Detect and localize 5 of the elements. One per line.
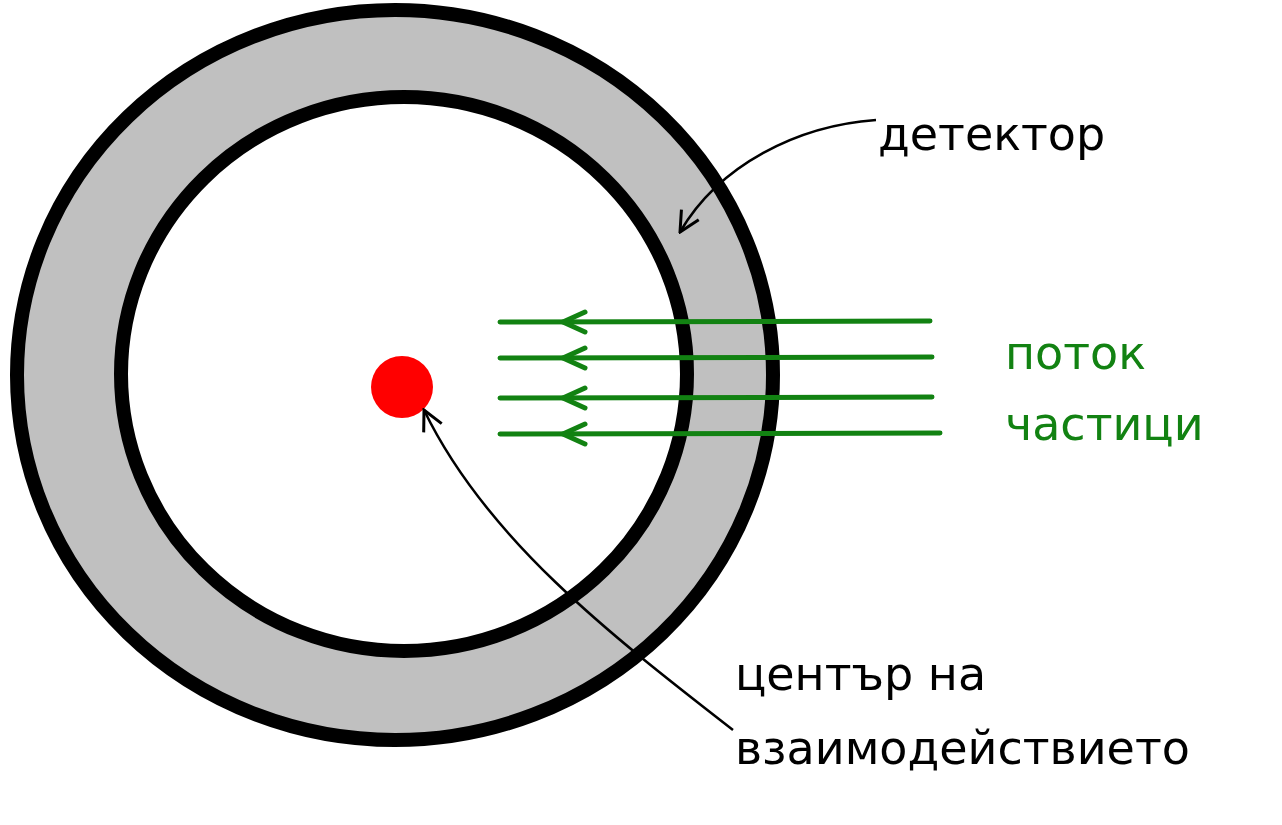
annotation-text: детектор	[878, 98, 1158, 174]
leader-line	[422, 408, 734, 731]
flow-label: поток частици	[1005, 325, 1205, 454]
annotation-text: център на взаимодействието	[735, 638, 1275, 798]
leader-line	[678, 118, 877, 234]
